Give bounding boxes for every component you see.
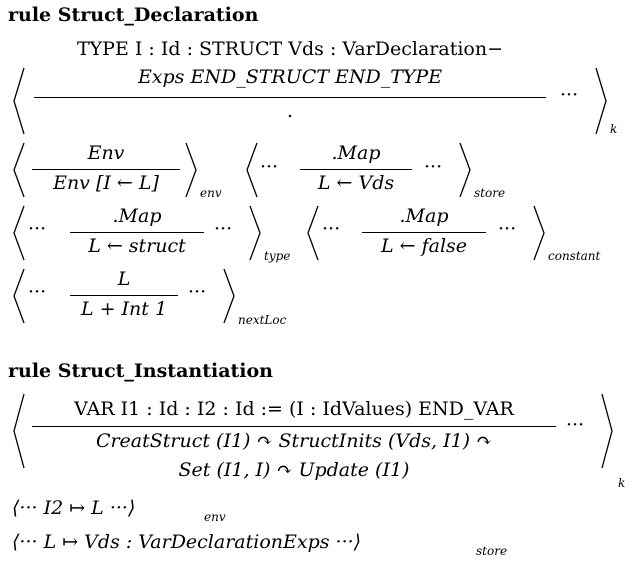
store-cell-label: store <box>474 186 506 200</box>
store-cell-right-bracket <box>459 142 471 198</box>
k-cell-dots: ··· <box>560 84 579 106</box>
env-cell-label: env <box>200 186 222 200</box>
k-cell-left-bracket <box>13 67 25 135</box>
constant-cell-label: constant <box>548 249 601 263</box>
rule-title-struct-instantiation: rule Struct_Instantiation <box>8 360 273 382</box>
nextloc-cell-rewrite-line <box>70 295 178 296</box>
nextloc-cell-right-bracket <box>223 268 235 324</box>
nextloc-cell-label: nextLoc <box>238 313 287 327</box>
nextloc-cell-top: L <box>117 268 131 290</box>
store-cell-dots-left: ··· <box>260 156 279 178</box>
env-cell-left-bracket <box>13 142 25 198</box>
constant-cell-top: .Map <box>399 205 449 227</box>
nextloc-cell-bottom: L + Int 1 <box>80 298 168 320</box>
k-cell-label: k <box>610 122 618 136</box>
k2-cell-bottom-line2: Set (I1, I) ↷ Update (I1) <box>178 459 410 481</box>
k2-cell-dots: ··· <box>566 414 585 436</box>
k2-cell-right-bracket <box>601 393 613 469</box>
env2-cell-label: env <box>204 510 226 524</box>
nextloc-cell-left-bracket <box>13 268 25 324</box>
k2-cell-label: k <box>618 476 626 490</box>
nextloc-cell-dots-left: ··· <box>28 281 47 303</box>
constant-cell-rewrite-line <box>362 232 486 233</box>
store-cell-top: .Map <box>331 142 381 164</box>
type-cell-rewrite-line <box>70 232 204 233</box>
type-cell-top: .Map <box>112 205 162 227</box>
rule-title-struct-declaration: rule Struct_Declaration <box>8 4 259 26</box>
k2-cell-top: VAR I1 : Id : I2 : Id := (I : IdValues) … <box>74 398 514 420</box>
k-cell-top-line2: Exps END_STRUCT END_TYPE <box>137 66 443 88</box>
store-cell-bottom: L ← Vds <box>317 172 395 194</box>
k2-cell-rewrite-line <box>32 426 556 427</box>
type-cell-dots-right: ··· <box>214 218 233 240</box>
k2-cell-left-bracket <box>13 393 25 469</box>
constant-cell-bottom: L ← false <box>380 235 468 257</box>
store2-cell: ⟨··· L ↦ Vds : VarDeclarationExps ···⟩ <box>12 531 362 553</box>
constant-cell-dots-left: ··· <box>322 218 341 240</box>
env-cell-bottom: Env [I ← L] <box>53 172 159 194</box>
env-cell-right-bracket <box>185 142 197 198</box>
type-cell-label: type <box>264 249 291 263</box>
k-cell-top-line1: TYPE I : Id : STRUCT Vds : VarDeclaratio… <box>76 38 504 60</box>
store-cell-rewrite-line <box>300 169 412 170</box>
env-cell-rewrite-line <box>32 169 180 170</box>
constant-cell-left-bracket <box>307 205 319 261</box>
constant-cell-dots-right: ··· <box>498 218 517 240</box>
store2-cell-label: store <box>476 544 508 558</box>
env-cell-top: Env <box>87 142 125 164</box>
type-cell-left-bracket <box>13 205 25 261</box>
constant-cell-right-bracket <box>533 205 545 261</box>
type-cell-dots-left: ··· <box>28 218 47 240</box>
k2-cell-bottom-line1: CreatStruct (I1) ↷ StructInits (Vds, I1)… <box>95 430 493 452</box>
store-cell-left-bracket <box>246 142 258 198</box>
nextloc-cell-dots-right: ··· <box>188 281 207 303</box>
k-cell-rewrite-line <box>34 97 546 98</box>
env2-cell: ⟨··· I2 ↦ L ···⟩ <box>12 497 136 519</box>
k-cell-right-bracket <box>595 67 607 135</box>
type-cell-right-bracket <box>249 205 261 261</box>
k-cell-bottom: . <box>286 100 294 122</box>
type-cell-bottom: L ← struct <box>88 235 186 257</box>
store-cell-dots-right: ··· <box>424 156 443 178</box>
